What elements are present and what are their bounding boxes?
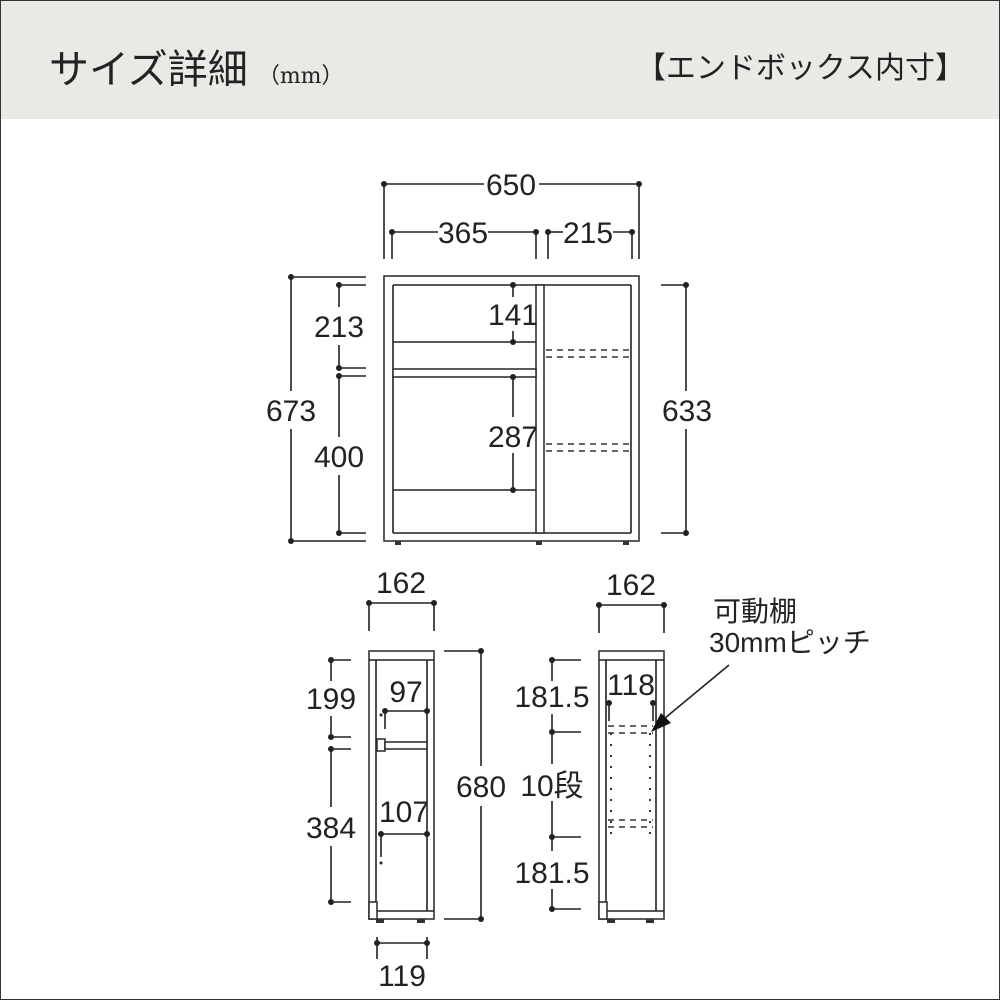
dim-top-margin: 181.5 bbox=[514, 681, 589, 714]
dim-upper-clear: 141 bbox=[488, 299, 538, 332]
dim-lower-height: 400 bbox=[314, 441, 364, 474]
front-dimensions: 650 365 215 673 213 400 141 287 633 bbox=[266, 169, 712, 544]
dim-upper-depth: 97 bbox=[389, 676, 422, 709]
dim-upper-height: 213 bbox=[314, 311, 364, 344]
dim-bottom-margin: 181.5 bbox=[514, 857, 589, 890]
note-adjustable-shelf: 可動棚 bbox=[713, 596, 797, 627]
dim-total-height: 673 bbox=[266, 395, 316, 428]
dim-bottom-depth: 119 bbox=[378, 960, 426, 993]
dim-left-width: 365 bbox=[438, 217, 488, 250]
side-view-right bbox=[598, 650, 665, 923]
dim-side-upper: 199 bbox=[306, 683, 356, 716]
dim-width: 650 bbox=[486, 169, 536, 202]
dim-inner-depth: 118 bbox=[607, 669, 655, 702]
dim-side-height: 680 bbox=[456, 771, 506, 804]
header-band: サイズ詳細 （mm） 【エンドボックス内寸】 bbox=[1, 1, 999, 119]
dim-right-height: 633 bbox=[662, 395, 712, 428]
dim-side-lower: 384 bbox=[306, 812, 356, 845]
dim-right-depth: 162 bbox=[606, 569, 656, 602]
section-subtitle: 【エンドボックス内寸】 bbox=[635, 51, 965, 86]
side-left-dimensions: 162 680 199 384 97 107 119 bbox=[306, 567, 506, 993]
dim-lower-depth: 107 bbox=[379, 796, 429, 829]
dim-right-width: 215 bbox=[563, 217, 613, 250]
page-title: サイズ詳細 （mm） bbox=[49, 37, 344, 95]
unit-label: （mm） bbox=[257, 64, 344, 89]
dim-side-depth: 162 bbox=[376, 567, 426, 600]
note-pitch: 30mmピッチ bbox=[709, 627, 871, 658]
side-view-left bbox=[368, 650, 435, 923]
title-text: サイズ詳細 bbox=[49, 47, 248, 93]
arrow-icon bbox=[651, 713, 671, 732]
dim-steps: 10段 bbox=[520, 770, 583, 803]
side-right-dimensions: 162 118 181.5 10段 181.5 可動棚 30mmピッチ bbox=[514, 569, 871, 912]
dim-lower-clear: 287 bbox=[488, 421, 538, 454]
